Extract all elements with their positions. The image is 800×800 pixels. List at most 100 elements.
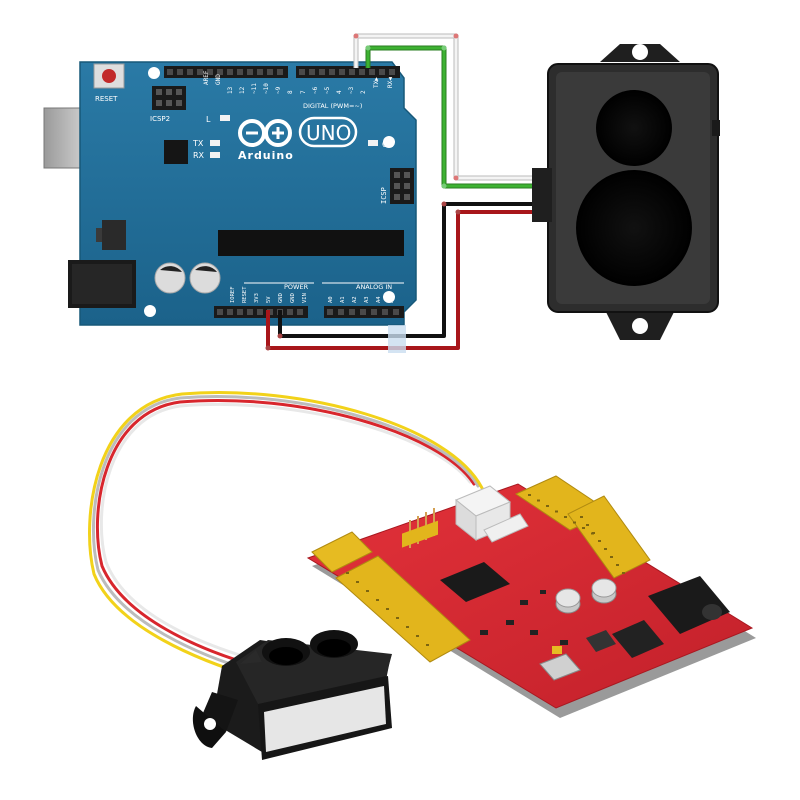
icsp-label: ICSP	[380, 187, 388, 204]
on-led	[368, 140, 378, 146]
wire-red	[266, 210, 534, 350]
wire-black	[278, 202, 534, 338]
header-pin	[237, 69, 243, 75]
header-pin	[217, 309, 223, 315]
header-slot	[616, 564, 619, 566]
header-slot	[604, 548, 607, 550]
uno-text: UNO	[306, 121, 351, 145]
header-pin	[187, 69, 193, 75]
icsp2-label: ICSP2	[150, 115, 170, 123]
header-pin	[247, 69, 253, 75]
header-slot	[580, 516, 583, 518]
header-pin	[379, 69, 385, 75]
analog-pin-label: A2	[352, 296, 358, 303]
header-slot	[592, 532, 595, 534]
digital-pin-label: ~9	[275, 86, 282, 94]
header-pin	[360, 309, 366, 315]
tf-mini-sensor-photo	[192, 630, 392, 760]
header-pin	[393, 309, 399, 315]
voltage-regulator	[102, 220, 126, 250]
header-pin	[167, 69, 173, 75]
header-pin	[217, 69, 223, 75]
power-pin-label: VIN	[302, 293, 308, 303]
header-slot	[573, 521, 576, 524]
icsp-header	[390, 168, 414, 204]
header-pin	[349, 69, 355, 75]
header-slot	[564, 516, 567, 518]
regulator	[612, 620, 664, 658]
header-pin	[297, 309, 303, 315]
header-slot	[406, 626, 409, 628]
header-slot	[366, 590, 369, 592]
header-pin	[237, 309, 243, 315]
arduino-logo-text: Arduino	[238, 149, 294, 162]
header-pin	[338, 309, 344, 315]
header-slot	[376, 599, 379, 601]
header-pin	[287, 309, 293, 315]
on-led-label: ON	[382, 140, 394, 149]
sensor-lens-large	[576, 170, 692, 286]
connection-wires	[265, 33, 534, 351]
header-pin	[227, 69, 233, 75]
header-pin	[207, 69, 213, 75]
header-pin	[267, 69, 273, 75]
l-led	[220, 115, 230, 121]
digital-pin-label: 7	[300, 90, 307, 94]
reset-button-cap	[102, 69, 116, 83]
header-pin	[257, 69, 263, 75]
header-pin	[327, 309, 333, 315]
header-yellow	[335, 555, 471, 663]
power-pin-label: 3V3	[254, 293, 260, 303]
switch	[586, 630, 616, 652]
header-slot	[396, 617, 399, 619]
digital-pin-label: ~6	[312, 86, 319, 94]
header-slot	[416, 635, 419, 637]
header-pin	[247, 309, 253, 315]
header-pin	[227, 309, 233, 315]
analog-section-label: ANALOG IN	[356, 283, 392, 291]
analog-pin-label: A4	[376, 296, 382, 303]
header-pin	[371, 309, 377, 315]
digital-pin-label: ~10	[263, 83, 270, 94]
digital-section-label: DIGITAL (PWM=~)	[303, 102, 362, 110]
rx-led	[210, 152, 220, 158]
header-slot	[586, 524, 589, 526]
header-slot	[528, 494, 531, 496]
digital-pin-label: ~11	[251, 83, 258, 94]
header-yellow	[567, 495, 651, 579]
atmega-chip	[218, 230, 404, 256]
seeeduino-board	[306, 475, 756, 718]
header-pin	[382, 309, 388, 315]
header-slot	[537, 499, 540, 502]
header-slot	[356, 581, 359, 583]
header-pin	[329, 69, 335, 75]
header-pin	[389, 69, 395, 75]
rx-led-label: RX	[193, 151, 205, 160]
digital-pin-label: 2	[360, 90, 367, 94]
grove-connector	[483, 513, 529, 543]
header-slot	[610, 556, 613, 558]
digital-pin-label: 4	[336, 90, 343, 94]
arduino-logo	[238, 119, 292, 147]
usb-chip	[164, 140, 188, 164]
reset-label: RESET	[95, 95, 118, 103]
header-pin	[339, 69, 345, 75]
header-slot	[622, 572, 625, 574]
header-pin	[349, 309, 355, 315]
header-slot	[555, 510, 558, 513]
power-section-label: POWER	[284, 283, 309, 291]
icsp2-header	[152, 86, 186, 110]
header-yellow	[311, 531, 373, 573]
header-slot	[346, 572, 349, 574]
header-pin	[369, 69, 375, 75]
uno-badge	[298, 116, 358, 148]
analog-pin-label: A1	[340, 296, 346, 303]
header-slot	[598, 540, 601, 542]
header-slot	[426, 644, 429, 646]
tx-led-label: TX	[192, 139, 204, 148]
digital-pin-label: 13	[227, 86, 234, 94]
analog-highlight	[388, 325, 406, 353]
header-pin	[277, 69, 283, 75]
